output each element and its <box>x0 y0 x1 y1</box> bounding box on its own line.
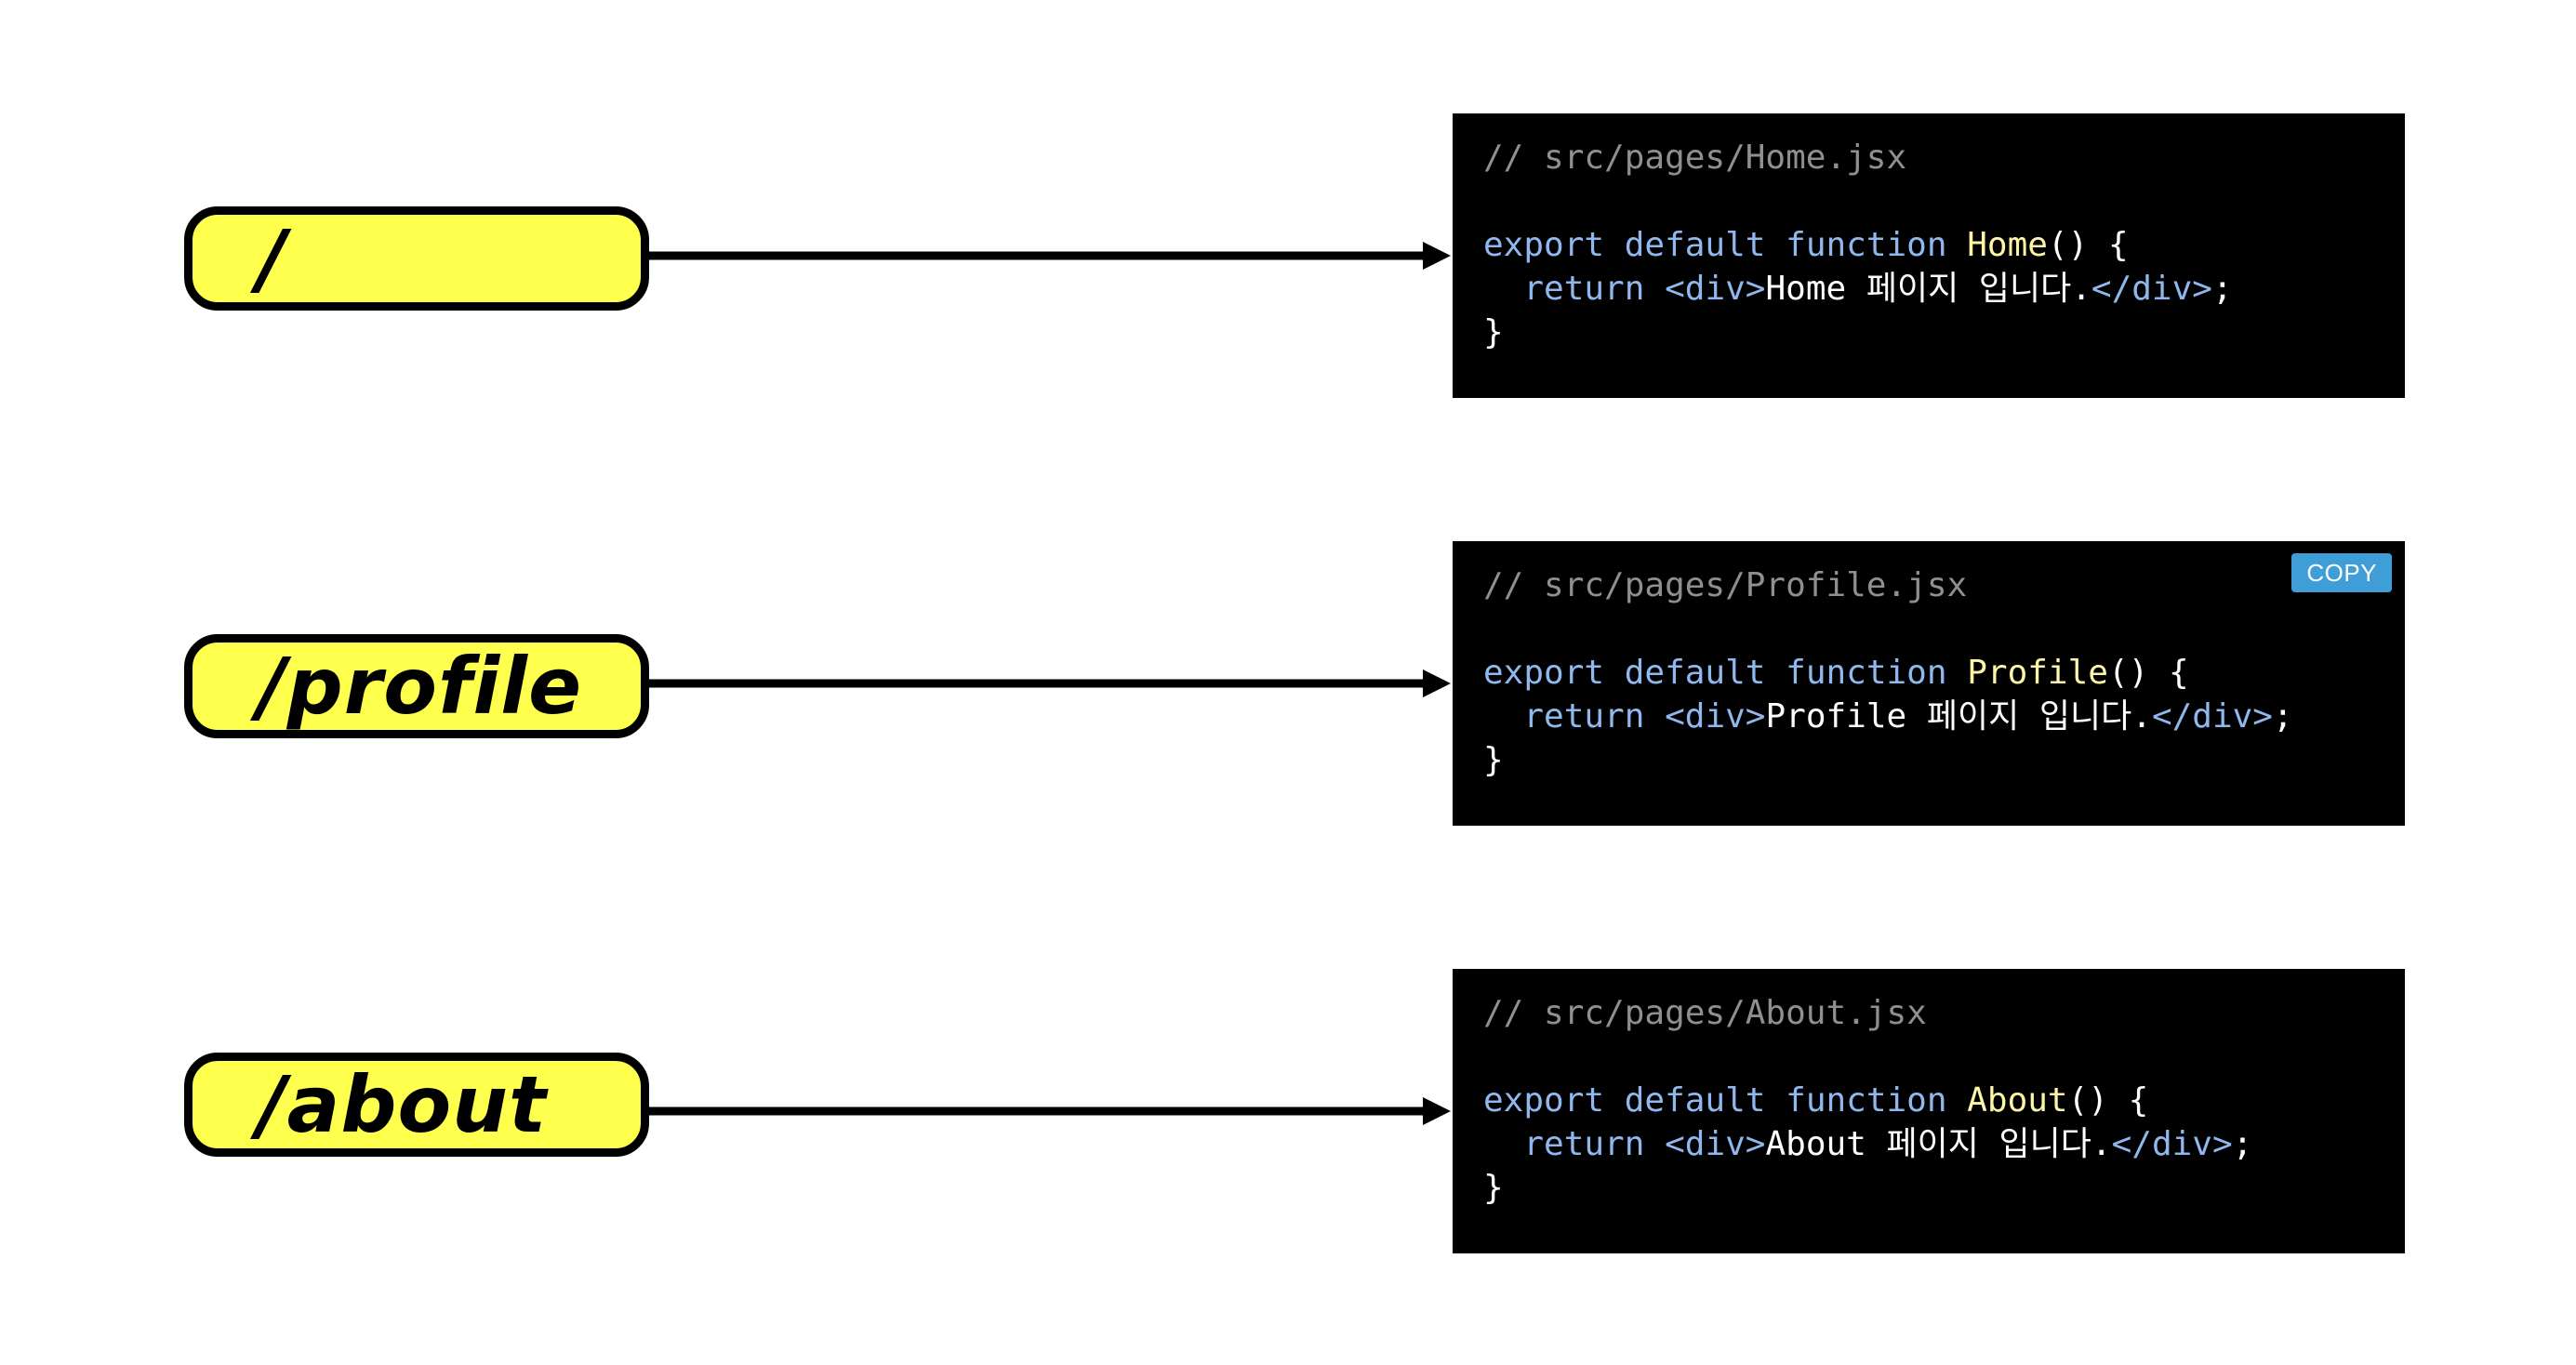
keyword: export <box>1483 1081 1605 1120</box>
close-tag: </div> <box>2151 697 2273 736</box>
keyword: return <box>1523 697 1645 736</box>
route-home: / <box>184 206 649 311</box>
route-path-label: /about <box>258 1059 548 1150</box>
arrow-home <box>649 242 1451 270</box>
keyword: default <box>1624 654 1766 692</box>
open-tag: <div> <box>1665 697 1766 736</box>
code-snippet: // src/pages/Home.jsx export default fun… <box>1483 136 2405 354</box>
route-path-label: / <box>258 213 287 304</box>
body-text: About 페이지 입니다. <box>1765 1125 2112 1163</box>
code-block-home: // src/pages/Home.jsx export default fun… <box>1453 113 2405 398</box>
body-text: Profile 페이지 입니다. <box>1765 697 2152 736</box>
body-text: Home 페이지 입니다. <box>1765 270 2091 308</box>
code-comment: // src/pages/About.jsx <box>1483 994 1927 1032</box>
closing-brace: } <box>1483 1169 1504 1207</box>
route-profile: /profile <box>184 634 649 738</box>
params: () { <box>2047 226 2129 264</box>
keyword: function <box>1786 226 1947 264</box>
open-tag: <div> <box>1665 1125 1766 1163</box>
keyword: default <box>1624 226 1766 264</box>
route-path-label: /profile <box>258 641 583 732</box>
semicolon: ; <box>2232 1125 2253 1163</box>
code-snippet: // src/pages/Profile.jsx export default … <box>1483 563 2405 782</box>
function-name: About <box>1967 1081 2068 1120</box>
params: () { <box>2107 654 2189 692</box>
code-snippet: // src/pages/About.jsx export default fu… <box>1483 991 2405 1210</box>
code-comment: // src/pages/Home.jsx <box>1483 139 1907 177</box>
closing-brace: } <box>1483 741 1504 779</box>
keyword: default <box>1624 1081 1766 1120</box>
keyword: export <box>1483 226 1605 264</box>
keyword: function <box>1786 654 1947 692</box>
function-name: Profile <box>1967 654 2108 692</box>
semicolon: ; <box>2211 270 2233 308</box>
keyword: return <box>1523 270 1645 308</box>
keyword: return <box>1523 1125 1645 1163</box>
params: () { <box>2067 1081 2149 1120</box>
close-tag: </div> <box>2091 270 2212 308</box>
close-tag: </div> <box>2111 1125 2233 1163</box>
keyword: export <box>1483 654 1605 692</box>
copy-button[interactable]: COPY <box>2291 553 2392 592</box>
closing-brace: } <box>1483 313 1504 351</box>
code-comment: // src/pages/Profile.jsx <box>1483 566 1968 604</box>
semicolon: ; <box>2272 697 2293 736</box>
function-name: Home <box>1967 226 2048 264</box>
route-about: /about <box>184 1053 649 1157</box>
code-block-about: // src/pages/About.jsx export default fu… <box>1453 969 2405 1253</box>
keyword: function <box>1786 1081 1947 1120</box>
arrow-profile <box>649 669 1451 697</box>
code-block-profile: // src/pages/Profile.jsx export default … <box>1453 541 2405 826</box>
arrow-about <box>649 1097 1451 1125</box>
open-tag: <div> <box>1665 270 1766 308</box>
